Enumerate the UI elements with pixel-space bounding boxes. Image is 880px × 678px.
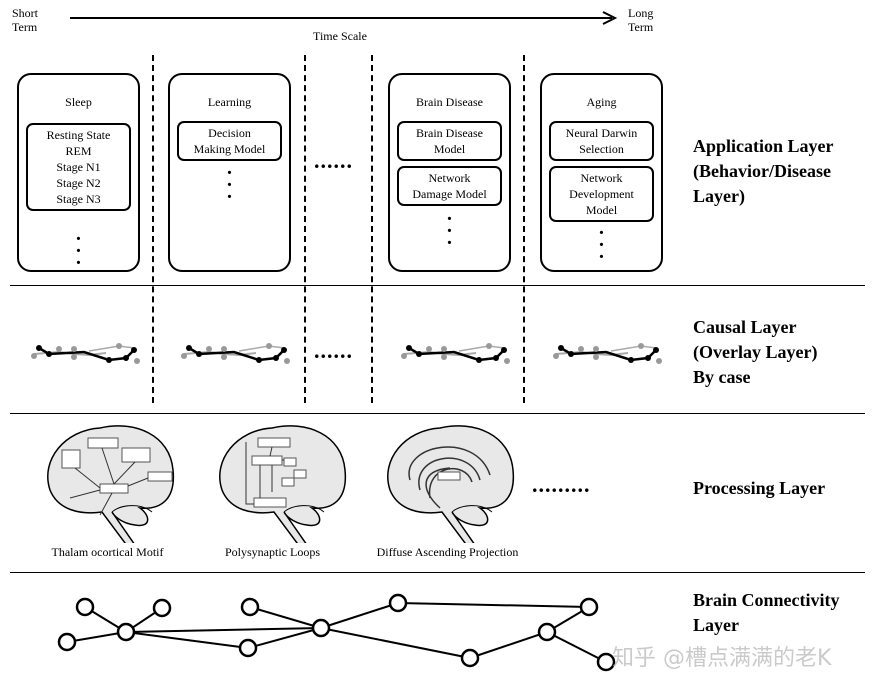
network-node: [75, 597, 95, 617]
network-node: [152, 598, 172, 618]
layer-divider: [10, 285, 865, 286]
causal-graph: [399, 341, 512, 366]
label-line: Layer): [693, 186, 745, 206]
column-ellipsis: ......: [314, 148, 353, 173]
connectivity-network: [57, 593, 616, 672]
thalamocortical-brain: [47, 425, 175, 543]
causal-ellipsis: ......: [314, 338, 353, 363]
layer-divider: [10, 413, 865, 414]
column-brain-disease: Brain Disease Brain Disease Model Networ…: [388, 73, 511, 272]
watermark: 知乎 @槽点满满的老K: [612, 646, 832, 671]
network-node: [579, 597, 599, 617]
network-node: [240, 597, 260, 617]
network-edge: [247, 627, 322, 649]
column-title: Aging: [586, 95, 617, 109]
motif-caption: Diffuse Ascending Projection: [376, 545, 519, 559]
network-node: [311, 618, 331, 638]
network-node: [57, 632, 77, 652]
causal-graph: [29, 341, 142, 366]
column-sleep: Sleep Resting State REM Stage N1 Stage N…: [17, 73, 140, 274]
network-edge: [546, 631, 607, 663]
label-line: (Overlay Layer): [693, 342, 818, 362]
network-node: [596, 652, 616, 672]
network-development-box: Network Development Model: [549, 166, 654, 222]
connectivity-layer-label: Brain Connectivity Layer: [693, 588, 840, 638]
column-aging: Aging Neural Darwin Selection Network De…: [540, 73, 663, 272]
polysynaptic-brain: [219, 425, 347, 543]
layer-divider: [10, 572, 865, 573]
vertical-ellipsis: ···: [446, 208, 453, 254]
column-title: Learning: [207, 95, 252, 109]
network-edge: [66, 631, 127, 643]
time-scale-label: Time Scale: [313, 29, 367, 43]
column-learning: Learning Decision Making Model ···: [168, 73, 291, 272]
long-term-label: Long Term: [628, 6, 654, 34]
label-line: (Behavior/Disease: [693, 161, 831, 181]
column-separator: [523, 55, 525, 403]
network-node: [116, 622, 136, 642]
network-node: [238, 638, 258, 658]
network-edge: [249, 606, 322, 629]
column-title: Brain Disease: [416, 95, 483, 109]
vertical-ellipsis: ···: [226, 162, 233, 208]
label-line: Layer: [693, 615, 739, 635]
label-line: Causal Layer: [693, 317, 797, 337]
network-node: [537, 622, 557, 642]
diffuse-projection-brain: [387, 425, 515, 543]
vertical-ellipsis: ···: [75, 228, 82, 274]
network-edge: [469, 631, 548, 659]
motif-caption: Polysynaptic Loops: [225, 545, 320, 559]
vertical-ellipsis: ···: [598, 222, 605, 268]
processing-brains: [47, 425, 515, 543]
label-line: Brain Connectivity: [693, 590, 840, 610]
motif-caption: Thalam ocortical Motif: [51, 545, 164, 559]
brain-disease-model-box: Brain Disease Model: [397, 121, 502, 161]
processing-layer-label: Processing Layer: [693, 478, 826, 498]
network-damage-model-box: Network Damage Model: [397, 166, 502, 206]
network-edge: [320, 627, 471, 659]
column-separator: [304, 55, 306, 403]
network-edge: [397, 602, 590, 608]
network-node: [388, 593, 408, 613]
causal-graph: [551, 341, 664, 366]
column-separator: [152, 55, 154, 403]
network-node: [460, 648, 480, 668]
label-line: By case: [693, 367, 751, 387]
label-line: Application Layer: [693, 136, 834, 156]
column-separator: [371, 55, 373, 403]
short-term-label: Short Term: [12, 6, 39, 34]
application-layer-label: Application Layer (Behavior/Disease Laye…: [693, 134, 834, 209]
causal-graph: [179, 341, 292, 366]
neural-darwin-box: Neural Darwin Selection: [549, 121, 654, 161]
network-edge: [125, 627, 322, 633]
timescale-arrow: [70, 11, 618, 25]
processing-ellipsis: .........: [532, 472, 591, 497]
network-edge: [125, 631, 249, 649]
network-edge: [320, 602, 399, 629]
column-title: Sleep: [65, 95, 92, 109]
causal-layer-label: Causal Layer (Overlay Layer) By case: [693, 315, 817, 390]
decision-model-box: Decision Making Model: [177, 121, 282, 161]
sleep-states-box: Resting State REM Stage N1 Stage N2 Stag…: [26, 123, 131, 211]
